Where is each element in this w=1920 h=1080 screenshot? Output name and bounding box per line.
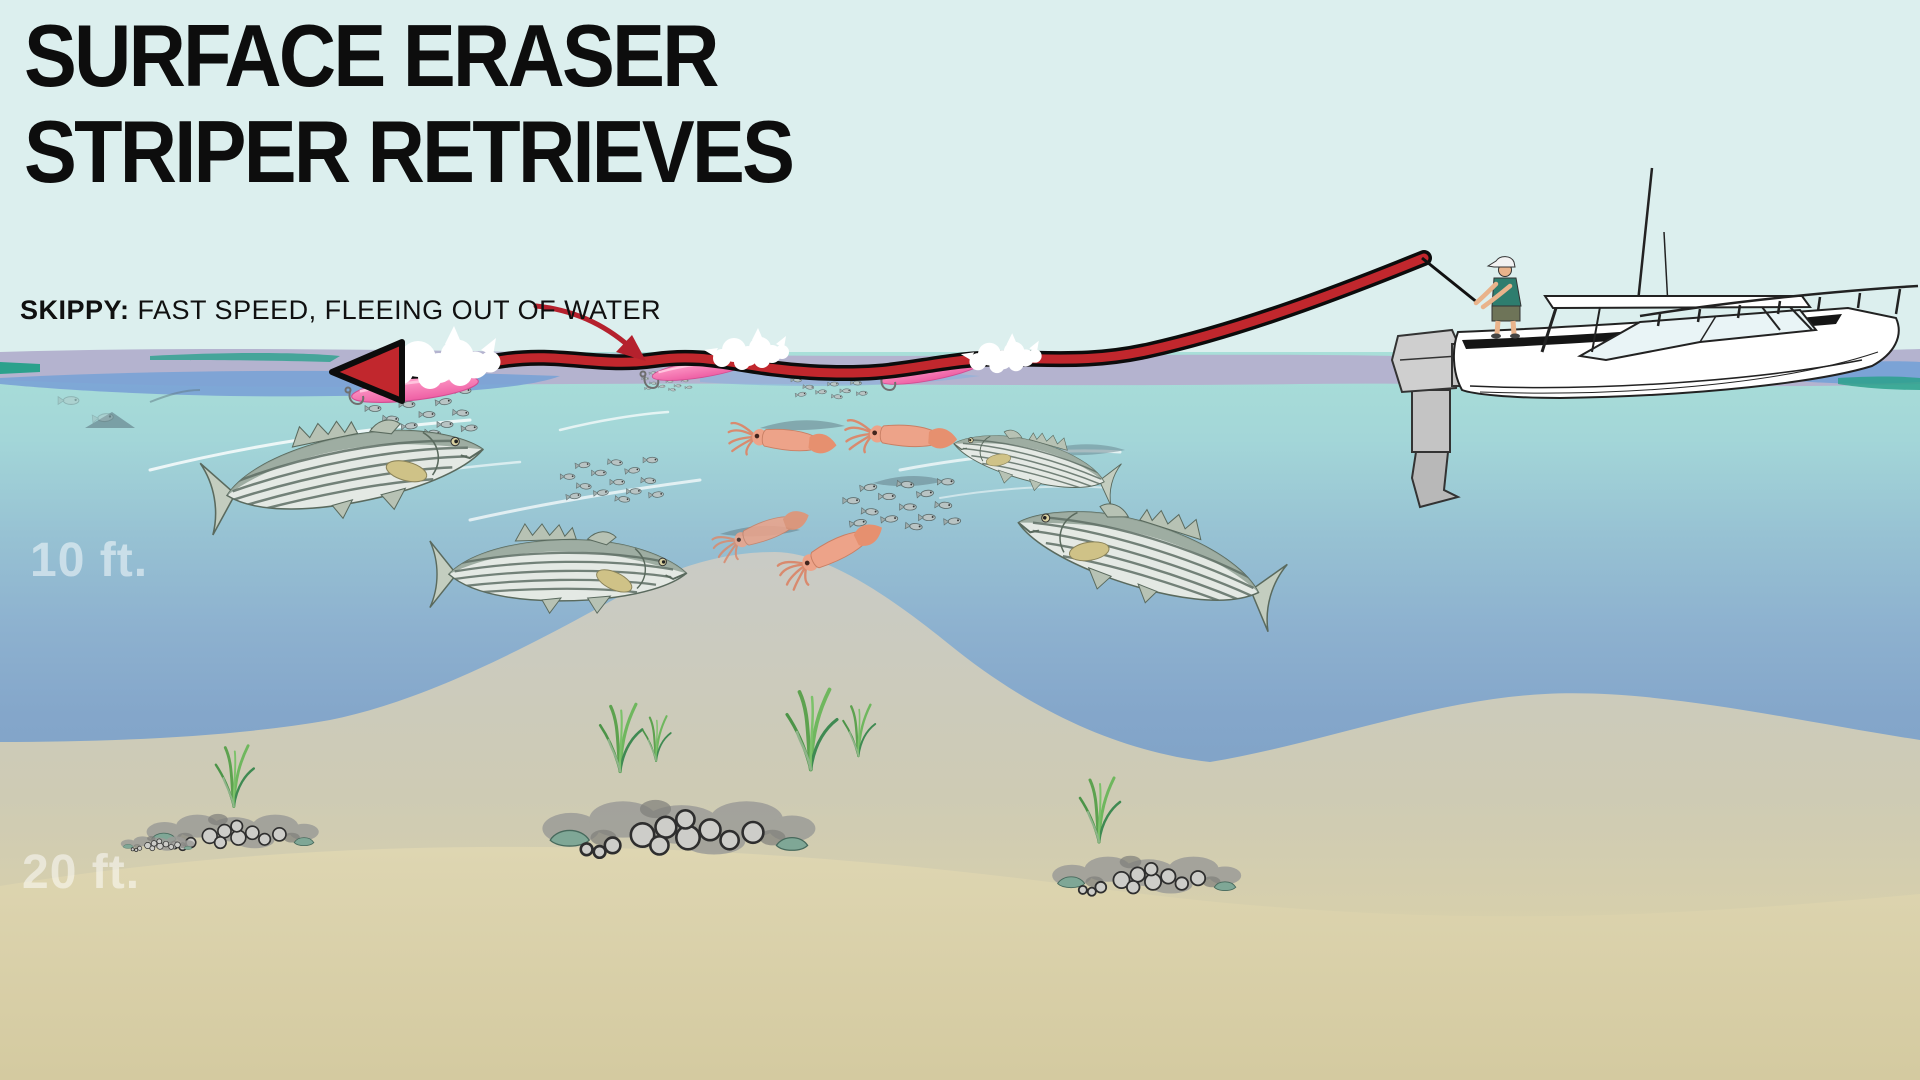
- windshield: [1577, 308, 1818, 362]
- depth-marker-20ft: 20 ft.: [22, 846, 141, 899]
- page-title: SURFACE ERASER STRIPER RETRIEVES: [24, 6, 795, 201]
- fishing-boat: [1390, 167, 1919, 509]
- annotation-arrow: [533, 303, 646, 361]
- depth-marker-10ft: 10 ft.: [30, 534, 149, 587]
- fishing-rod: [1421, 256, 1479, 305]
- sand-bottom: [0, 846, 1920, 1080]
- retrieve-line-arrow: [392, 250, 1432, 382]
- outboard-motor: [1390, 328, 1469, 509]
- hardtop: [1540, 295, 1813, 353]
- lure-annotation-text: FAST SPEED, FLEEING OUT OF WATER: [137, 295, 662, 325]
- retrieve-arrowhead: [329, 339, 405, 404]
- bow-rail: [1639, 284, 1919, 327]
- lure-annotation-label: SKIPPY:: [20, 295, 130, 325]
- lure-annotation: SKIPPY:FAST SPEED, FLEEING OUT OF WATER: [20, 295, 661, 326]
- title-line1: SURFACE ERASER: [24, 6, 719, 105]
- angler: [1421, 256, 1522, 339]
- cap-icon: [1486, 256, 1516, 268]
- antenna-icon: [1636, 167, 1654, 303]
- title-line2: STRIPER RETRIEVES: [24, 101, 795, 201]
